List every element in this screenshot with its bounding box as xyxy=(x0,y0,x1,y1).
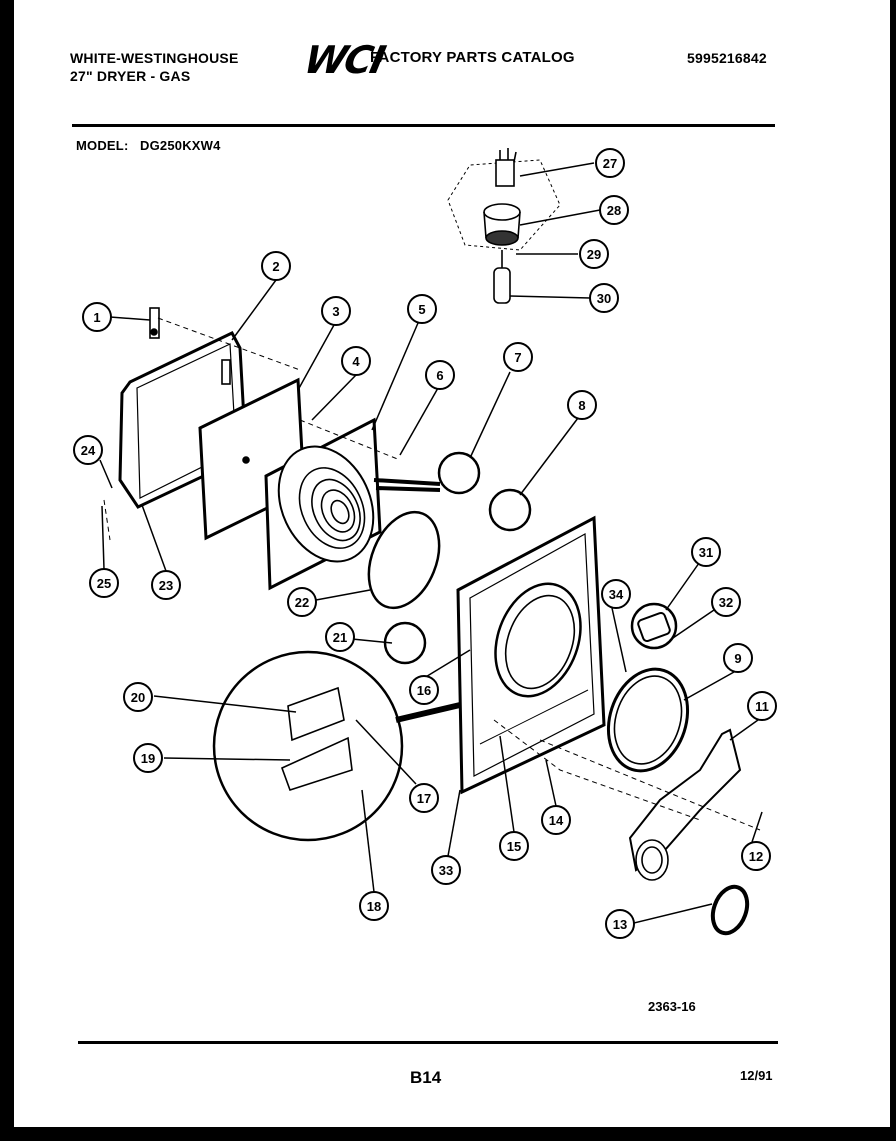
callout-number: 6 xyxy=(436,368,443,383)
callout-23: 23 xyxy=(151,570,181,600)
catalog-number: 5995216842 xyxy=(687,50,767,66)
callout-number: 12 xyxy=(749,849,763,864)
callout-number: 7 xyxy=(514,350,521,365)
callout-number: 1 xyxy=(93,310,100,325)
callout-number: 5 xyxy=(418,302,425,317)
callout-6: 6 xyxy=(425,360,455,390)
callout-27: 27 xyxy=(595,148,625,178)
callout-32: 32 xyxy=(711,587,741,617)
brand-name: WHITE-WESTINGHOUSE xyxy=(70,50,239,66)
callout-number: 15 xyxy=(507,839,521,854)
callout-number: 14 xyxy=(549,813,564,828)
callout-33: 33 xyxy=(431,855,461,885)
rear-panel-with-drum xyxy=(264,417,441,591)
callout-number: 22 xyxy=(295,595,309,610)
callout-31: 31 xyxy=(691,537,721,567)
drawing-number: 2363-16 xyxy=(648,999,696,1014)
callout-number: 27 xyxy=(603,156,617,171)
hinge-part xyxy=(149,307,160,339)
front-bulkhead-ring xyxy=(606,667,690,773)
callout-3: 3 xyxy=(321,296,351,326)
callout-13: 13 xyxy=(605,909,635,939)
inset-part-31 xyxy=(630,602,678,650)
callout-number: 20 xyxy=(131,690,145,705)
model-label: MODEL: xyxy=(76,138,129,153)
scan-border-left xyxy=(0,0,14,1141)
callout-25: 25 xyxy=(89,568,119,598)
detail-magnified-view xyxy=(212,650,404,842)
footer-rule xyxy=(78,1041,778,1044)
callout-7: 7 xyxy=(503,342,533,372)
page-date: 12/91 xyxy=(740,1068,773,1083)
callout-number: 28 xyxy=(607,203,621,218)
callout-8: 8 xyxy=(567,390,597,420)
callout-9: 9 xyxy=(723,643,753,673)
callout-number: 13 xyxy=(613,917,627,932)
callout-19: 19 xyxy=(133,743,163,773)
callout-labels: 1234567891112131415161718192021222324252… xyxy=(73,148,777,939)
callout-number: 31 xyxy=(699,545,713,560)
callout-12: 12 xyxy=(741,841,771,871)
callout-4: 4 xyxy=(341,346,371,376)
lint-duct xyxy=(628,728,742,881)
callout-number: 3 xyxy=(332,304,339,319)
callout-number: 23 xyxy=(159,578,173,593)
model-value: DG250KXW4 xyxy=(140,138,221,153)
callout-34: 34 xyxy=(601,579,631,609)
assembly-lines xyxy=(103,317,761,831)
callout-number: 32 xyxy=(719,595,733,610)
callout-30: 30 xyxy=(589,283,619,313)
scan-border-right xyxy=(890,0,896,1141)
front-panel xyxy=(456,515,606,795)
callout-5: 5 xyxy=(407,294,437,324)
scan-border-bottom xyxy=(0,1127,896,1141)
callout-number: 30 xyxy=(597,291,611,306)
inset-part-7 xyxy=(437,451,481,495)
callout-number: 17 xyxy=(417,791,431,806)
callout-21: 21 xyxy=(325,622,355,652)
callout-number: 33 xyxy=(439,863,453,878)
product-name: 27" DRYER - GAS xyxy=(70,68,191,84)
callout-number: 21 xyxy=(333,630,347,645)
callout-22: 22 xyxy=(287,587,317,617)
callout-16: 16 xyxy=(409,675,439,705)
callout-24: 24 xyxy=(73,435,103,465)
callout-number: 19 xyxy=(141,751,155,766)
callout-number: 11 xyxy=(755,699,769,714)
catalog-title: FACTORY PARTS CATALOG xyxy=(370,49,575,66)
callout-number: 9 xyxy=(734,651,741,666)
duct-seal xyxy=(710,884,750,936)
callout-number: 2 xyxy=(272,259,279,274)
callout-2: 2 xyxy=(261,251,291,281)
inset-part-8 xyxy=(488,488,532,532)
door-seal-ring xyxy=(367,510,441,610)
callout-1: 1 xyxy=(82,302,112,332)
callout-number: 4 xyxy=(352,354,360,369)
callout-18: 18 xyxy=(359,891,389,921)
callout-number: 18 xyxy=(367,899,381,914)
callout-29: 29 xyxy=(579,239,609,269)
detail-pointer xyxy=(395,702,461,723)
callout-28: 28 xyxy=(599,195,629,225)
callout-number: 16 xyxy=(417,683,431,698)
igniter-assembly xyxy=(447,148,561,304)
callout-11: 11 xyxy=(747,691,777,721)
sensor-bracket xyxy=(637,612,671,642)
front-bulkhead-ring-inner xyxy=(613,675,683,765)
callout-number: 24 xyxy=(81,443,96,458)
callout-number: 8 xyxy=(578,398,585,413)
header-rule xyxy=(72,124,775,127)
callout-number: 34 xyxy=(609,587,624,602)
callout-17: 17 xyxy=(409,783,439,813)
page-number: B14 xyxy=(410,1068,442,1087)
callout-number: 29 xyxy=(587,247,601,262)
callout-15: 15 xyxy=(499,831,529,861)
callout-14: 14 xyxy=(541,805,571,835)
callout-20: 20 xyxy=(123,682,153,712)
callout-number: 25 xyxy=(97,576,111,591)
callout-leaders xyxy=(99,162,763,924)
